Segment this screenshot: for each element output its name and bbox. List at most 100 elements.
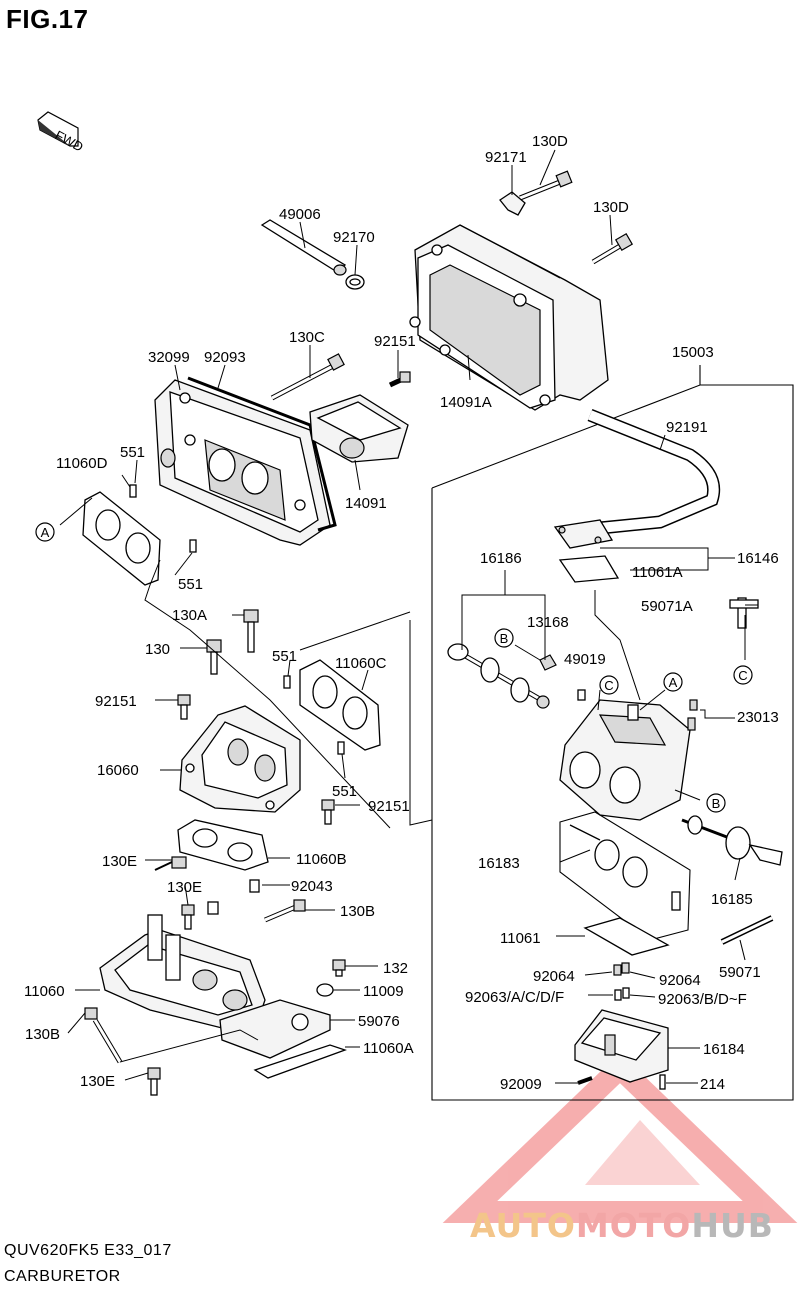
collar-lower [207, 901, 219, 915]
label-16186: 16186 [480, 550, 522, 567]
figure-name: CARBURETOR [4, 1268, 121, 1285]
label-130b-2: 130B [25, 1026, 60, 1043]
label-16183: 16183 [478, 855, 520, 872]
bolt-130b-upper [264, 899, 306, 923]
pin-551-lower [189, 539, 197, 553]
gasket-11060c [299, 659, 381, 751]
svg-text:A: A [41, 525, 50, 540]
label-130e-3: 130E [80, 1073, 115, 1090]
label-92064-2: 92064 [659, 972, 701, 989]
svg-text:C: C [738, 668, 747, 683]
callout-b-left: B [494, 628, 514, 648]
fitting-59071 [720, 915, 774, 945]
pin-551-low [337, 741, 345, 755]
fitting-59071a [729, 597, 759, 629]
label-92191: 92191 [666, 419, 708, 436]
watermark-text: AUTOMOTOHUB [470, 1206, 774, 1245]
model-code: QUV620FK5 E33_017 [4, 1242, 172, 1259]
label-130d-1: 130D [532, 133, 568, 150]
bolt-92151-mid [177, 694, 191, 720]
label-59071: 59071 [719, 964, 761, 981]
watermark-logo-icon [442, 1052, 798, 1223]
label-130e-1: 130E [102, 853, 137, 870]
jets-92064 [613, 962, 630, 976]
bolt-130a [243, 609, 259, 653]
label-11009: 11009 [363, 983, 404, 1000]
gasket-11061 [583, 917, 670, 956]
holder-16060 [179, 705, 301, 813]
cover-32099 [154, 379, 331, 546]
label-16185: 16185 [711, 891, 753, 908]
bolt-130c [270, 353, 345, 401]
label-92170: 92170 [333, 229, 375, 246]
leader-lines [59, 149, 758, 1084]
label-11060b: 11060B [296, 851, 347, 868]
plate-59076 [219, 999, 331, 1059]
fwd-label: FWD [53, 127, 86, 154]
label-214: 214 [700, 1076, 725, 1093]
bolt-130e-lower [147, 1067, 161, 1096]
label-130a: 130A [172, 607, 207, 624]
label-13168: 13168 [527, 614, 569, 631]
gasket-11060d [82, 491, 161, 586]
part-labels: 92171 130D 130D 49006 92170 130C 32099 9… [24, 133, 779, 1093]
label-16146: 16146 [737, 550, 779, 567]
label-32099: 32099 [148, 349, 190, 366]
air-box-15003-housing [409, 224, 609, 411]
float-bowl-16184 [574, 1009, 669, 1083]
label-16184: 16184 [703, 1041, 745, 1058]
watermark-moto: MOTO [575, 1206, 692, 1245]
bolt-130d-lower [591, 232, 634, 265]
label-92151-low: 92151 [368, 798, 410, 815]
label-14091a: 14091A [440, 394, 492, 411]
callout-a-body: A [663, 672, 683, 692]
label-11060d: 11060D [56, 455, 108, 472]
label-11061: 11061 [500, 930, 541, 947]
clamp-92171 [499, 191, 526, 216]
figure-title: FIG.17 [6, 4, 89, 34]
watermark-auto: AUTO [470, 1206, 576, 1245]
gasket-11061a [558, 555, 620, 583]
throttle-shaft-16186 [447, 643, 550, 709]
assembly-15003-frame [431, 365, 794, 1101]
label-92093: 92093 [204, 349, 246, 366]
label-92064-1: 92064 [533, 968, 575, 985]
jets-92063 [614, 987, 630, 1001]
label-551-1: 551 [120, 444, 145, 461]
svg-text:B: B [500, 631, 509, 646]
label-130d-2: 130D [593, 199, 629, 216]
svg-text:B: B [712, 796, 721, 811]
label-130b-1: 130B [340, 903, 375, 920]
filter-14091 [309, 394, 409, 463]
bolt-132 [332, 959, 346, 977]
callout-c-right: C [733, 665, 753, 685]
label-132: 132 [383, 960, 408, 977]
pin-551-upper [129, 484, 137, 498]
collar-92043 [249, 879, 260, 893]
carburetor-body [559, 699, 691, 821]
bolt-130 [206, 639, 222, 675]
pin-551-mid [283, 675, 291, 689]
label-551-3: 551 [272, 648, 297, 665]
seal-92093 [187, 376, 337, 532]
screws-23013 [687, 699, 698, 731]
gasket-11060a [253, 1044, 347, 1079]
gasket-11060b [177, 819, 269, 871]
label-11060c: 11060C [335, 655, 387, 672]
bolt-130d-upper [519, 170, 573, 201]
screw-214 [659, 1074, 666, 1090]
label-130c: 130C [289, 329, 325, 346]
svg-text:A: A [669, 675, 678, 690]
callout-c-body: C [599, 675, 619, 695]
plate-16146 [553, 519, 614, 549]
label-11060a: 11060A [363, 1040, 414, 1057]
label-14091: 14091 [345, 495, 387, 512]
clamp-92170 [345, 274, 365, 290]
hose-49006 [260, 219, 347, 276]
label-130e-2: 130E [167, 879, 202, 896]
label-92151-mid: 92151 [95, 693, 137, 710]
manifold-11060 [99, 914, 266, 1031]
label-59076: 59076 [358, 1013, 400, 1030]
label-11060: 11060 [24, 983, 65, 1000]
